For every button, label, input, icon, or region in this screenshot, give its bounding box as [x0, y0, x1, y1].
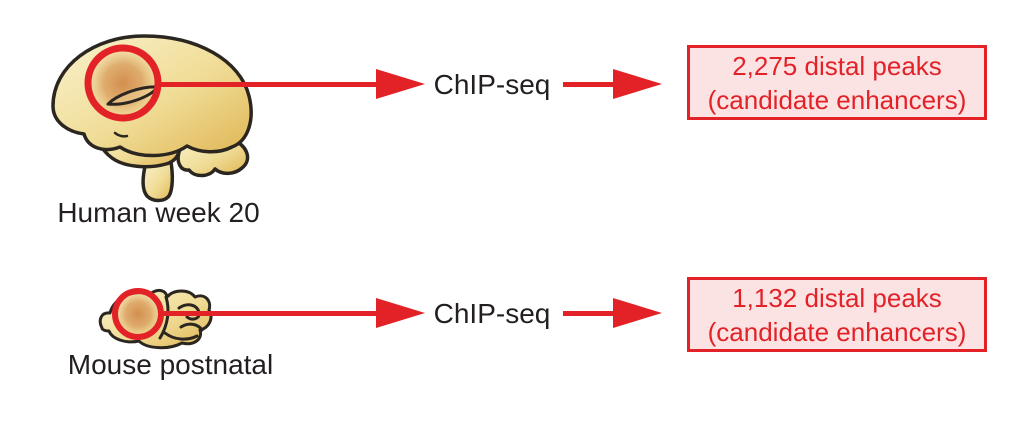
mouse-result-line1: 1,132 distal peaks — [732, 282, 942, 313]
mouse-flap-line — [163, 331, 199, 341]
mouse-brain-illustration — [98, 288, 213, 350]
human-fissure-tick — [113, 131, 129, 138]
chipseq-label-human: ChIP-seq — [433, 69, 551, 100]
arrowhead-icon — [613, 298, 662, 328]
chipseq-to-result-arrow-mouse — [563, 298, 662, 328]
mouse-cortex-separation-line — [158, 295, 170, 340]
mouse-highlight-region — [115, 291, 161, 337]
chipseq-to-result-arrow-human — [563, 69, 662, 99]
human-brainstem — [141, 160, 175, 203]
human-result-box: 2,275 distal peaks (candidate enhancers) — [687, 45, 987, 120]
human-highlight-region — [88, 48, 158, 118]
arrowhead-icon — [613, 69, 662, 99]
mouse-caption: Mouse postnatal — [67, 349, 274, 380]
mouse-to-chipseq-arrow — [158, 298, 425, 328]
mouse-result-box: 1,132 distal peaks (candidate enhancers) — [687, 277, 987, 352]
human-to-chipseq-arrow — [155, 69, 425, 99]
arrow-shaft — [563, 310, 613, 316]
chipseq-label-mouse: ChIP-seq — [433, 298, 551, 329]
mouse-cerebellum-fold-lower — [179, 322, 204, 332]
human-caption: Human week 20 — [57, 197, 260, 228]
mouse-result-line2: (candidate enhancers) — [707, 316, 967, 347]
human-result-line2: (candidate enhancers) — [707, 84, 967, 115]
human-result-line1: 2,275 distal peaks — [732, 50, 942, 81]
arrowhead-icon — [376, 298, 425, 328]
arrow-shaft — [563, 81, 613, 87]
arrow-shaft — [158, 310, 376, 316]
human-brain-illustration — [51, 34, 253, 203]
arrow-shaft — [155, 81, 376, 87]
arrowhead-icon — [376, 69, 425, 99]
